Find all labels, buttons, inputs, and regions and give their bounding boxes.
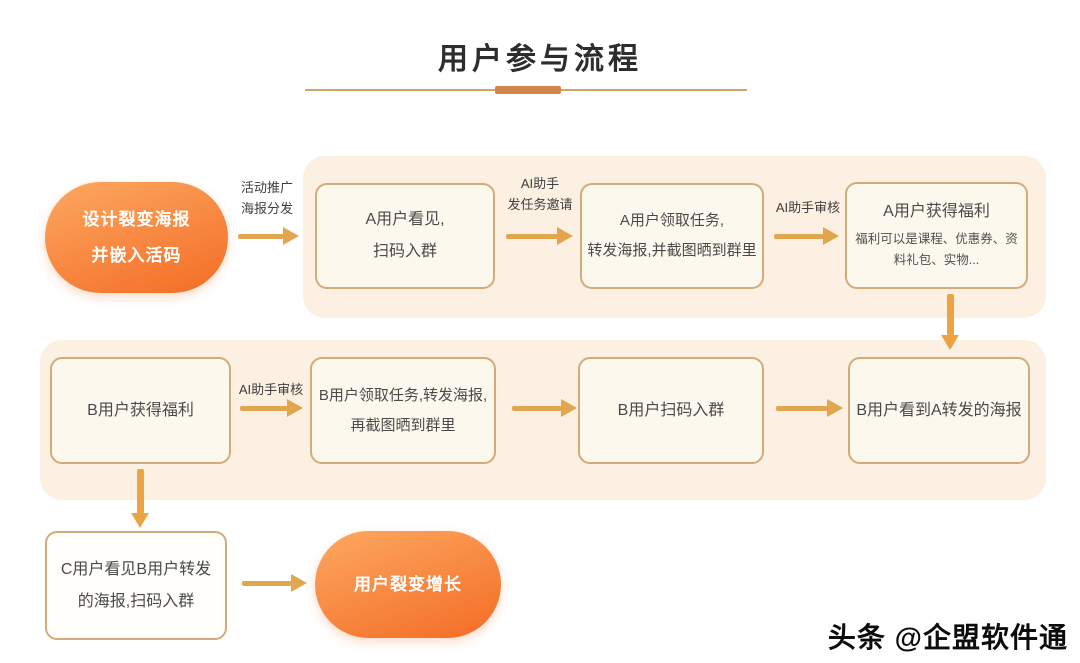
- arrow-right-icon: [512, 399, 577, 417]
- arrow-right-icon: [776, 399, 843, 417]
- watermark-text: 头条 @企盟软件通: [827, 622, 1068, 653]
- box-b-user-scans-joins: B用户扫码入群: [578, 357, 764, 464]
- reward-box-title: A用户获得福利: [883, 202, 990, 220]
- arrow-down-icon: [941, 294, 959, 350]
- box-a-user-takes-task: A用户领取任务, 转发海报,并截图晒到群里: [580, 183, 764, 289]
- arrow-right-icon: [240, 399, 303, 417]
- end-node-user-growth: 用户裂变增长: [315, 531, 501, 638]
- box-b-user-gets-reward: B用户获得福利: [50, 357, 231, 464]
- arrow-label-ai-review-row1: AI助手审核: [775, 200, 841, 215]
- box-b-user-takes-task: B用户领取任务,转发海报, 再截图晒到群里: [310, 357, 496, 464]
- start-node-design-poster: 设计裂变海报 并嵌入活码: [45, 182, 228, 293]
- arrow-right-icon: [506, 227, 573, 245]
- arrow-down-icon: [131, 469, 149, 528]
- title-divider-accent: [495, 86, 561, 94]
- arrow-label-ai-review-row2: AI助手审核: [238, 382, 304, 397]
- arrow-right-icon: [774, 227, 839, 245]
- arrow-right-icon: [242, 574, 307, 592]
- box-c-user-sees-b-poster: C用户看见B用户转发 的海报,扫码入群: [45, 531, 227, 640]
- arrow-right-icon: [238, 227, 299, 245]
- arrow-label-ai-task-invite: AI助手 发任务邀请: [507, 176, 573, 213]
- box-a-user-gets-reward: A用户获得福利 福利可以是课程、优惠券、资 料礼包、实物...: [845, 182, 1028, 289]
- box-b-user-sees-a-poster: B用户看到A转发的海报: [848, 357, 1030, 464]
- arrow-label-poster-distribution: 活动推广 海报分发: [240, 180, 293, 217]
- reward-box-subtitle: 福利可以是课程、优惠券、资 料礼包、实物...: [855, 231, 1018, 267]
- page-title: 用户参与流程: [438, 43, 642, 76]
- box-a-user-sees-scans: A用户看见, 扫码入群: [315, 183, 495, 289]
